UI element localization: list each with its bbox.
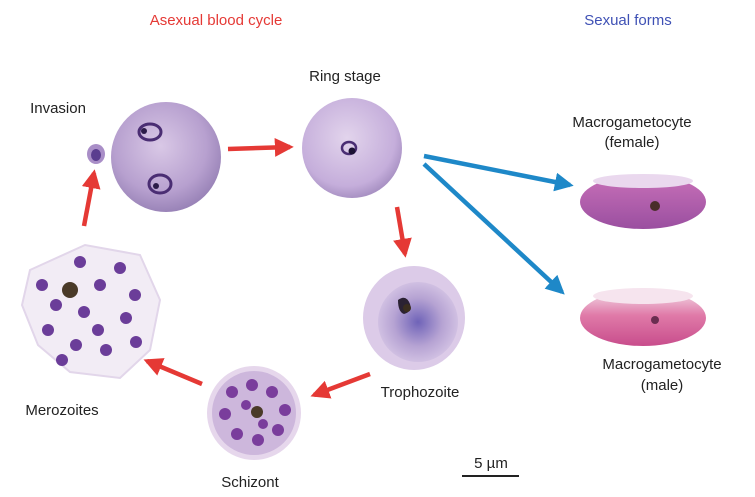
merozoites-cluster-image <box>22 245 160 378</box>
female-gametocyte-label: Macrogametocyte <box>572 114 691 132</box>
ring-stage-cell-image <box>302 98 402 198</box>
arrow-trophozoite-to-schizont <box>314 374 370 395</box>
trophozoite-label: Trophozoite <box>381 384 460 402</box>
arrow-merozoites-to-invasion <box>84 173 94 226</box>
male-gametocyte-sublabel: (male) <box>641 377 684 395</box>
invasion-merozoite-image <box>87 144 105 164</box>
invasion-label: Invasion <box>30 100 86 118</box>
female-gametocyte-image <box>580 174 706 229</box>
female-gametocyte-sublabel: (female) <box>604 134 659 152</box>
schizont-cell-image <box>207 366 301 460</box>
arrow-ring-to-trophozoite <box>397 207 405 254</box>
male-gametocyte-label: Macrogametocyte <box>602 356 721 374</box>
sexual-forms-header: Sexual forms <box>584 12 672 30</box>
schizont-label: Schizont <box>221 474 279 492</box>
trophozoite-cell-image <box>363 266 465 370</box>
ring-stage-label: Ring stage <box>309 68 381 86</box>
merozoites-label: Merozoites <box>25 402 98 420</box>
arrow-ring-to-male-gametocyte <box>424 164 562 292</box>
arrow-ring-to-female-gametocyte <box>424 156 570 185</box>
asexual-cycle-header: Asexual blood cycle <box>150 12 283 30</box>
male-gametocyte-image <box>580 288 706 346</box>
scale-bar-label: 5 µm <box>474 455 508 473</box>
invasion-cell-image <box>111 102 221 212</box>
arrow-schizont-to-merozoites <box>147 361 202 384</box>
arrow-invasion-to-ring <box>228 147 290 149</box>
